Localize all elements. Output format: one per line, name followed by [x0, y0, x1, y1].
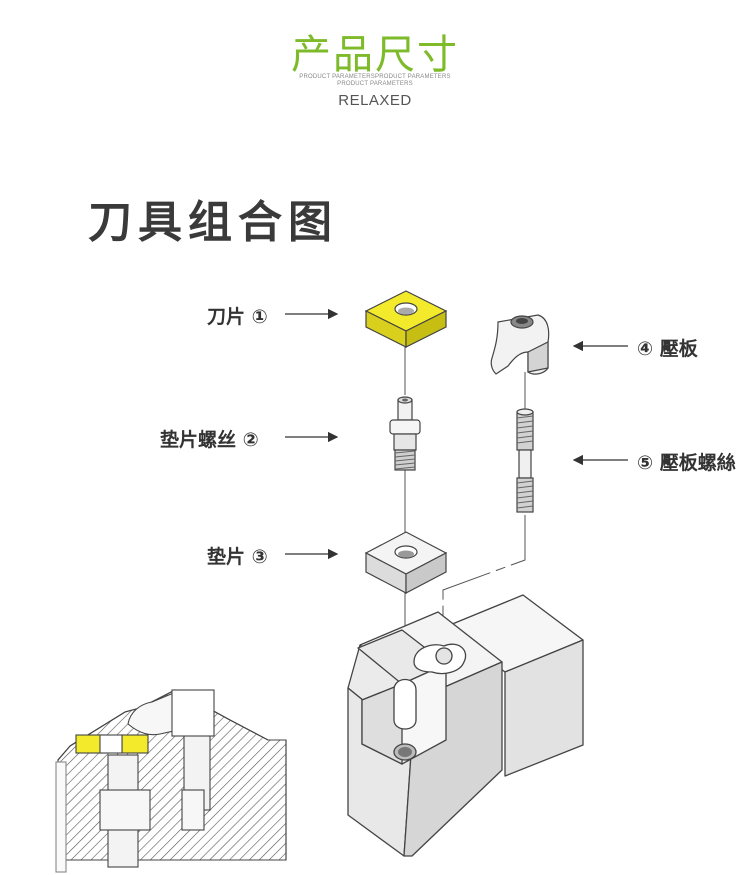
subtitle-line-1: PRODUCT PARAMETERSPRODUCT PARAMETERS	[299, 74, 451, 80]
label-shim: 垫片 ③	[207, 546, 268, 568]
section-title: 刀具组合图	[88, 197, 338, 248]
insert-part	[364, 290, 448, 348]
shim-part	[364, 531, 448, 594]
clamp-screw-part	[516, 408, 534, 513]
cross-section-inset	[55, 689, 287, 873]
leader-arrows	[285, 308, 628, 560]
subtitle-line-2: PRODUCT PARAMETERS	[337, 81, 413, 87]
page-title: 产品尺寸	[291, 32, 459, 78]
label-clamp-screw: ⑤ 壓板螺絲	[637, 452, 736, 474]
shim-screw-part	[389, 396, 421, 471]
tool-holder-body	[347, 594, 584, 857]
label-clamp: ④ 壓板	[637, 338, 698, 360]
brand-name: RELAXED	[338, 92, 412, 109]
header: 产品尺寸 PRODUCT PARAMETERSPRODUCT PARAMETER…	[0, 0, 750, 120]
clamp-part	[490, 314, 550, 375]
label-insert: 刀片 ①	[207, 306, 268, 328]
label-shim-screw: 垫片螺丝 ②	[160, 429, 259, 451]
